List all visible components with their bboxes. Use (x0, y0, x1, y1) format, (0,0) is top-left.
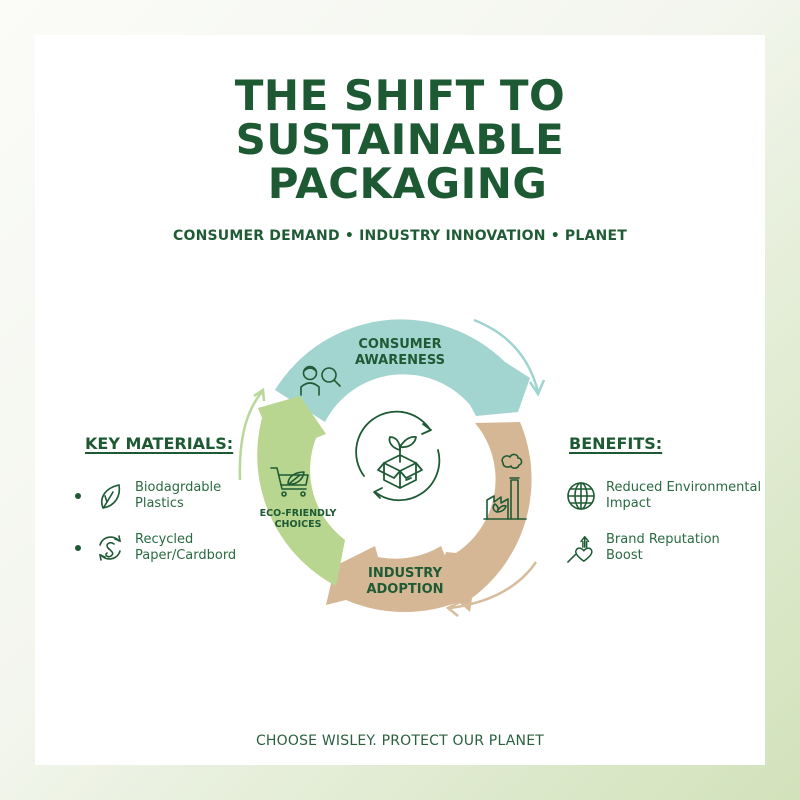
segment-industry-adoption (326, 546, 463, 613)
segment-industry-right (436, 422, 532, 612)
footer-tagline: CHOOSE WISLEY. PROTECT OUR PLANET (255, 733, 545, 749)
outer-arrow-teal-head (528, 379, 546, 397)
bullet (75, 493, 81, 499)
label-industry-adoption: INDUSTRY ADOPTION (366, 566, 444, 597)
factory-leaf-icon (483, 453, 527, 520)
segment-consumer-awareness (275, 319, 530, 422)
globe-icon (566, 481, 596, 511)
outer-arrow-tan (449, 561, 538, 610)
benefit-item-brand: Brand Reputation Boost (566, 532, 720, 564)
infographic-card (35, 35, 765, 765)
segment-eco-friendly (257, 396, 345, 586)
bullet (75, 545, 81, 551)
outer-arrow-teal (473, 318, 540, 393)
material-text: Biodagrdable Plastics (135, 480, 222, 511)
outer-arrow-tan-head (445, 600, 461, 617)
leaf-icon (95, 481, 125, 511)
title-line-2: SUSTAINABLE (235, 115, 565, 164)
recycle-icon (95, 533, 125, 563)
benefits-heading: BENEFITS: (569, 434, 663, 453)
cart-leaf-icon (270, 467, 309, 497)
heart-arrow-icon (566, 533, 596, 563)
benefit-item-environment: Reduced Environmental Impact (566, 480, 761, 512)
material-text: Recycled Paper/Cardbord (135, 532, 237, 563)
material-item-biodegradable: Biodagrdable Plastics (75, 480, 221, 512)
person-magnifier-icon (300, 365, 341, 396)
key-materials-heading: KEY MATERIALS: (85, 434, 234, 453)
page-title: THE SHIFT TO SUSTAINABLE PACKAGING (0, 74, 800, 206)
subtitle: CONSUMER DEMAND • INDUSTRY INNOVATION • … (173, 228, 627, 244)
label-eco-friendly-choices: ECO-FRIENDLY CHOICES (259, 508, 337, 531)
title-line-3: PACKAGING (252, 159, 548, 208)
outer-arrow-green-head (253, 387, 266, 402)
benefit-text: Brand Reputation Boost (606, 532, 720, 563)
label-consumer-awareness: CONSUMER AWARENESS (354, 337, 446, 368)
outer-arrow-green (238, 391, 263, 481)
title-line-1: THE SHIFT TO (234, 71, 566, 120)
benefit-text: Reduced Environmental Impact (606, 480, 762, 511)
plant-box-recycle-icon (355, 410, 441, 502)
material-item-recycled: Recycled Paper/Cardbord (75, 532, 236, 564)
